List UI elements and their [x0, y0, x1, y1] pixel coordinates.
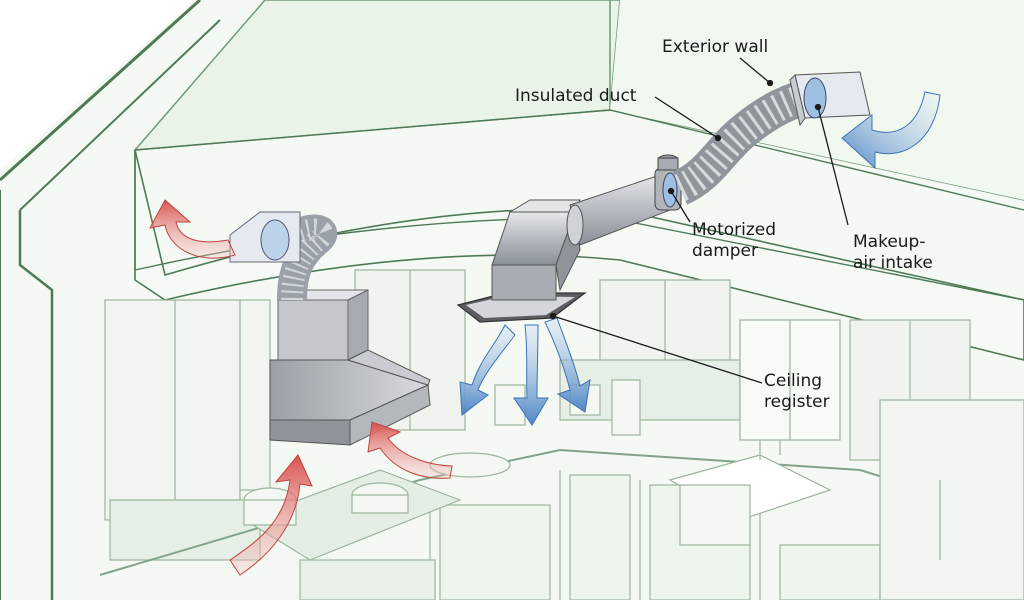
label-ceiling-register: Ceiling register: [764, 371, 830, 413]
label-exterior-wall-text: Exterior wall: [662, 37, 768, 58]
label-ceiling-register-line2: register: [764, 392, 830, 413]
label-motorized-damper: Motorized damper: [692, 220, 776, 262]
label-makeup-air-intake-line2: air intake: [853, 253, 933, 274]
label-insulated-duct-text: Insulated duct: [515, 86, 636, 107]
label-ceiling-register-line1: Ceiling: [764, 371, 830, 392]
label-insulated-duct: Insulated duct: [515, 86, 636, 107]
label-motorized-damper-line2: damper: [692, 241, 776, 262]
label-makeup-air-intake: Makeup- air intake: [853, 232, 933, 274]
label-motorized-damper-line1: Motorized: [692, 220, 776, 241]
label-makeup-air-intake-line1: Makeup-: [853, 232, 933, 253]
label-exterior-wall: Exterior wall: [662, 37, 768, 58]
